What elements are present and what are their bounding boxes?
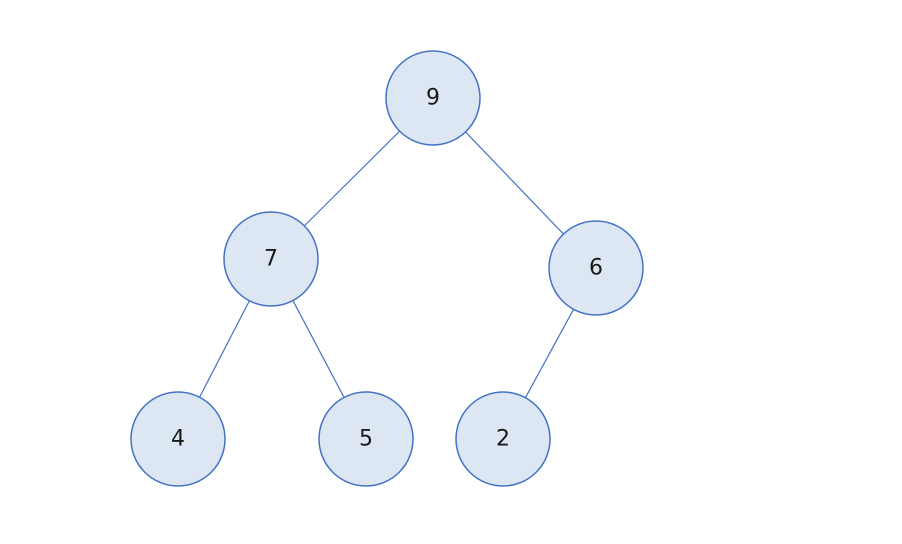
node-circle [455,391,551,487]
tree-node-4: 4 [130,391,226,487]
tree-node-5: 5 [318,391,414,487]
node-circle [223,211,319,307]
edges-layer [199,130,575,398]
tree-node-2: 2 [455,391,551,487]
node-circle [318,391,414,487]
tree-node-7: 7 [223,211,319,307]
node-label: 2 [496,427,510,452]
node-label: 9 [426,86,440,111]
edge-n6-n2 [524,309,575,398]
node-circle [385,50,481,146]
node-label: 5 [359,427,373,452]
nodes-layer: 9 7 6 4 5 2 [130,50,644,487]
edge-n7-n4 [199,300,250,398]
node-circle [130,391,226,487]
tree-node-6: 6 [548,220,644,316]
tree-node-9: 9 [385,50,481,146]
node-label: 4 [171,427,185,452]
node-label: 6 [589,256,603,281]
node-circle [548,220,644,316]
node-label: 7 [264,247,278,272]
edge-n9-n7 [303,130,401,227]
edge-n9-n6 [465,131,564,235]
edge-n7-n5 [292,300,345,398]
